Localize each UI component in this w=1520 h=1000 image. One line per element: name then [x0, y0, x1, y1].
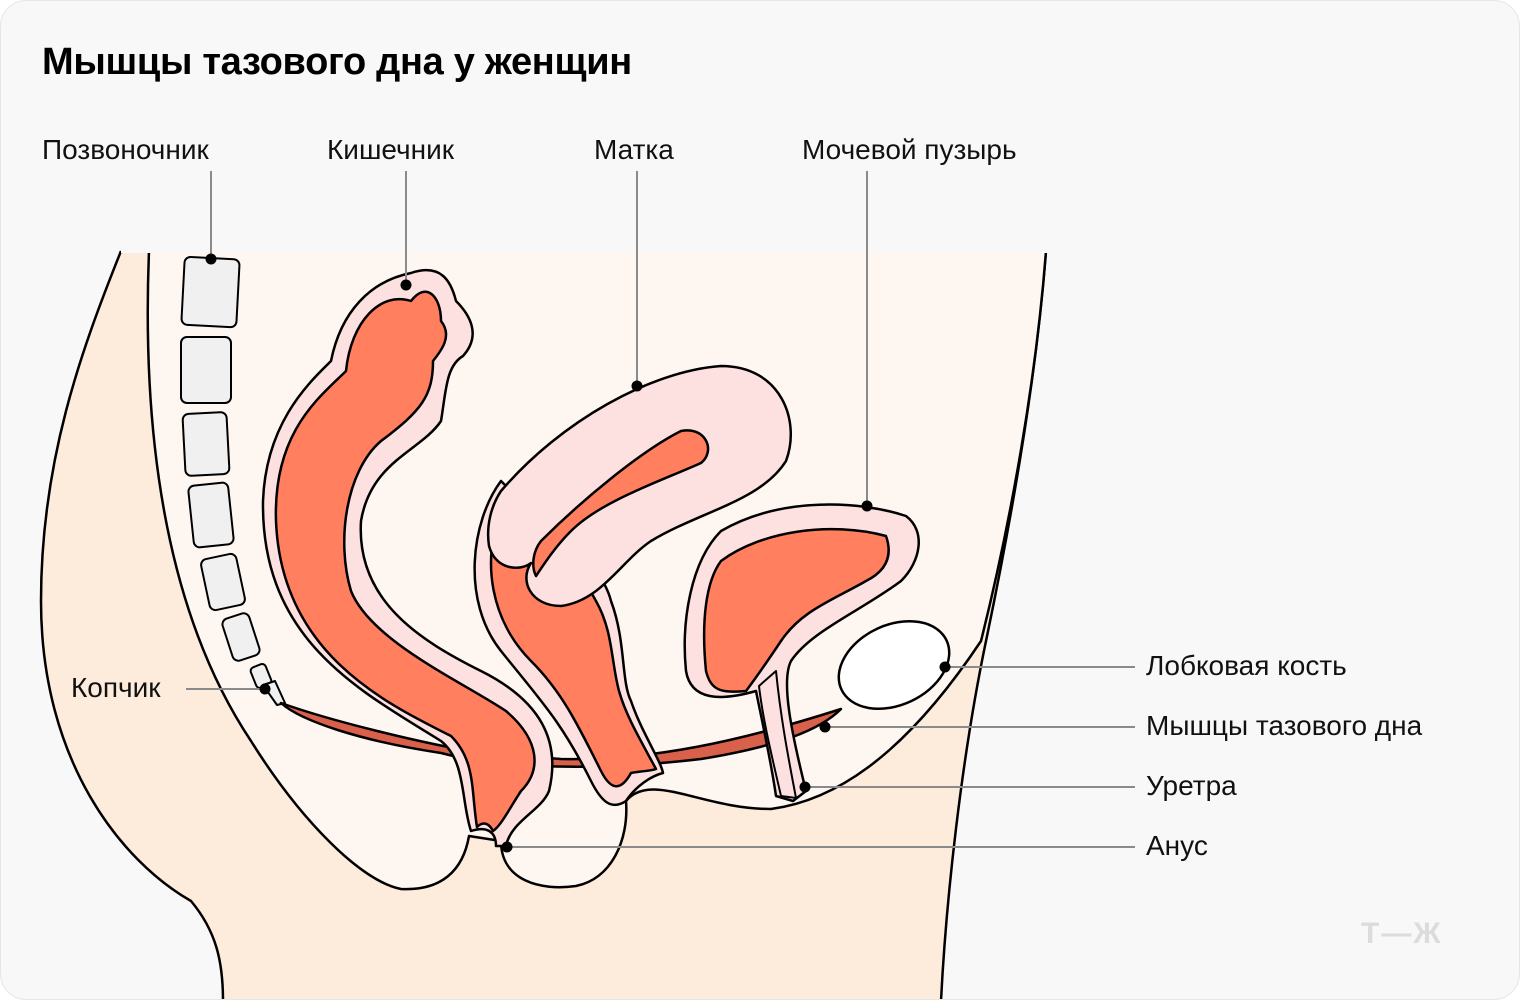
label-pelvic-floor: Мышцы тазового дна [1146, 710, 1423, 741]
spine-vertebrae [180, 255, 286, 706]
label-urethra: Уретра [1146, 770, 1237, 801]
leader-lines [186, 171, 1135, 848]
label-bladder: Мочевой пузырь [802, 134, 1017, 165]
uterus-cavity [532, 429, 710, 578]
label-spine: Позвоночник [42, 134, 209, 165]
label-intestine: Кишечник [327, 134, 454, 165]
intestine-inner [274, 290, 536, 833]
page-title: Мышцы тазового дна у женщин [42, 41, 632, 83]
label-pubic-bone: Лобковая кость [1146, 650, 1347, 681]
label-uterus: Матка [594, 134, 674, 165]
label-anus: Анус [1146, 830, 1208, 861]
bladder-inner [702, 527, 890, 693]
brand-logo: Т—Ж [1361, 917, 1443, 950]
urethra [758, 670, 797, 799]
marker-dots [205, 253, 951, 853]
label-coccyx: Копчик [71, 672, 161, 703]
pubic-bone [837, 619, 951, 711]
